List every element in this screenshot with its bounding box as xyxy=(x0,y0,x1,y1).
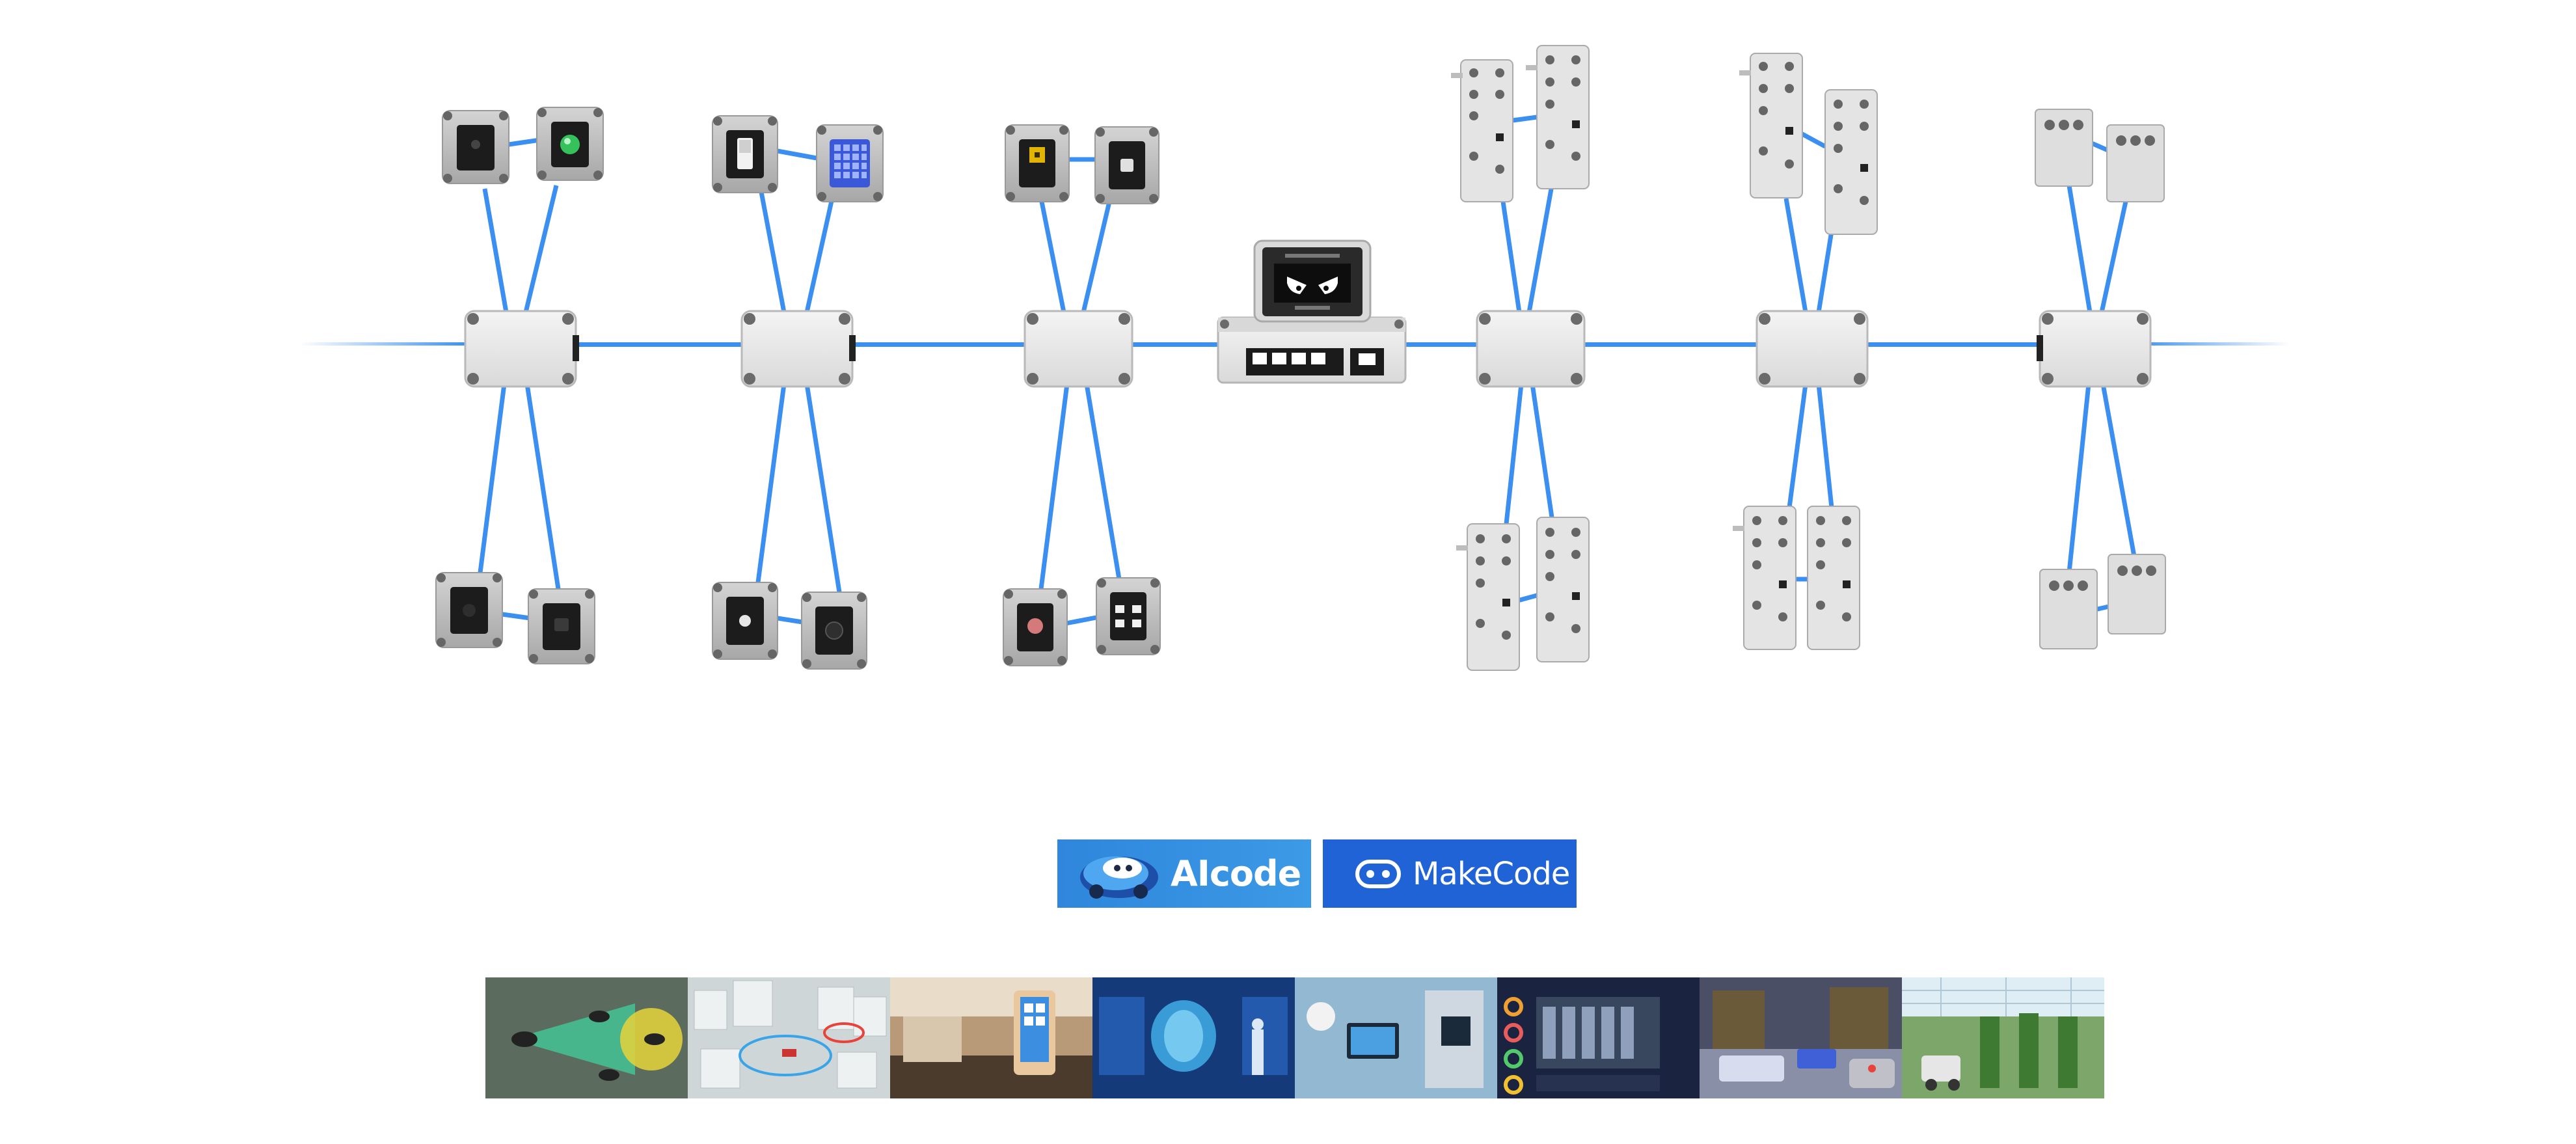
red-button-icon xyxy=(1003,588,1068,666)
triple-port-icon xyxy=(2035,109,2093,187)
smart-city-scene-icon[interactable] xyxy=(688,977,890,1098)
actuator-icon xyxy=(1733,506,1796,650)
switch-icon xyxy=(712,115,778,193)
actuator-icon xyxy=(1807,506,1860,650)
knob-icon xyxy=(442,110,509,184)
actuator-icon xyxy=(1456,523,1520,671)
makecode-label: MakeCode xyxy=(1413,855,1570,892)
data-center-scene-icon[interactable] xyxy=(1497,977,1700,1098)
triple-port-icon xyxy=(2106,124,2165,202)
hub-group-5 xyxy=(1451,45,1590,671)
hub-module-5[interactable] xyxy=(1476,310,1586,388)
actuator-icon xyxy=(1536,517,1590,662)
matrix-icon xyxy=(1096,577,1161,655)
hub-group-2 xyxy=(712,115,884,670)
small-button-icon xyxy=(1094,126,1159,204)
triple-port-icon xyxy=(2039,569,2098,649)
keypad-icon xyxy=(816,124,884,202)
round-button-icon xyxy=(801,592,867,670)
medical-tech-scene-icon[interactable] xyxy=(1295,977,1497,1098)
hub-module-6[interactable] xyxy=(1756,310,1869,388)
hub-module-7[interactable] xyxy=(2037,310,2152,388)
actuator-icon xyxy=(1451,59,1513,202)
dial-icon xyxy=(435,572,503,648)
actuator-icon xyxy=(1824,89,1878,235)
actuator-icon xyxy=(1526,45,1590,189)
holographic-lab-scene-icon[interactable] xyxy=(1092,977,1295,1098)
hub-group-6 xyxy=(1733,53,1878,650)
robot-car-icon xyxy=(1080,856,1158,899)
actuator-icon xyxy=(1739,53,1803,198)
hub-group-7 xyxy=(2035,109,2166,649)
sensor-eye-icon xyxy=(528,588,595,664)
triple-port-icon xyxy=(2108,554,2166,634)
hub-group-3 xyxy=(1003,124,1161,666)
warehouse-robot-scene-icon[interactable] xyxy=(1700,977,1902,1098)
aicode-label: AIcode xyxy=(1171,853,1301,894)
hub-group-1 xyxy=(435,107,604,664)
greenhouse-robot-scene-icon[interactable] xyxy=(1902,977,2104,1098)
aicode-logo[interactable]: AIcode xyxy=(1057,839,1311,908)
hub-module-2[interactable] xyxy=(740,310,856,388)
hub-module-1[interactable] xyxy=(464,310,579,388)
hub-module-3[interactable] xyxy=(1024,310,1133,388)
application-scenes-strip xyxy=(485,977,2104,1098)
angry-eyes-icon xyxy=(1274,264,1351,303)
makecode-logo[interactable]: MakeCode xyxy=(1323,839,1577,908)
microbit-face-icon xyxy=(1355,859,1401,888)
green-led-icon xyxy=(536,107,604,181)
smart-home-scene-icon[interactable] xyxy=(890,977,1092,1098)
light-sensor-icon xyxy=(1005,124,1070,202)
controller-module[interactable] xyxy=(1217,239,1407,384)
button-icon xyxy=(712,582,778,660)
autonomous-car-scene-icon[interactable] xyxy=(485,977,688,1098)
